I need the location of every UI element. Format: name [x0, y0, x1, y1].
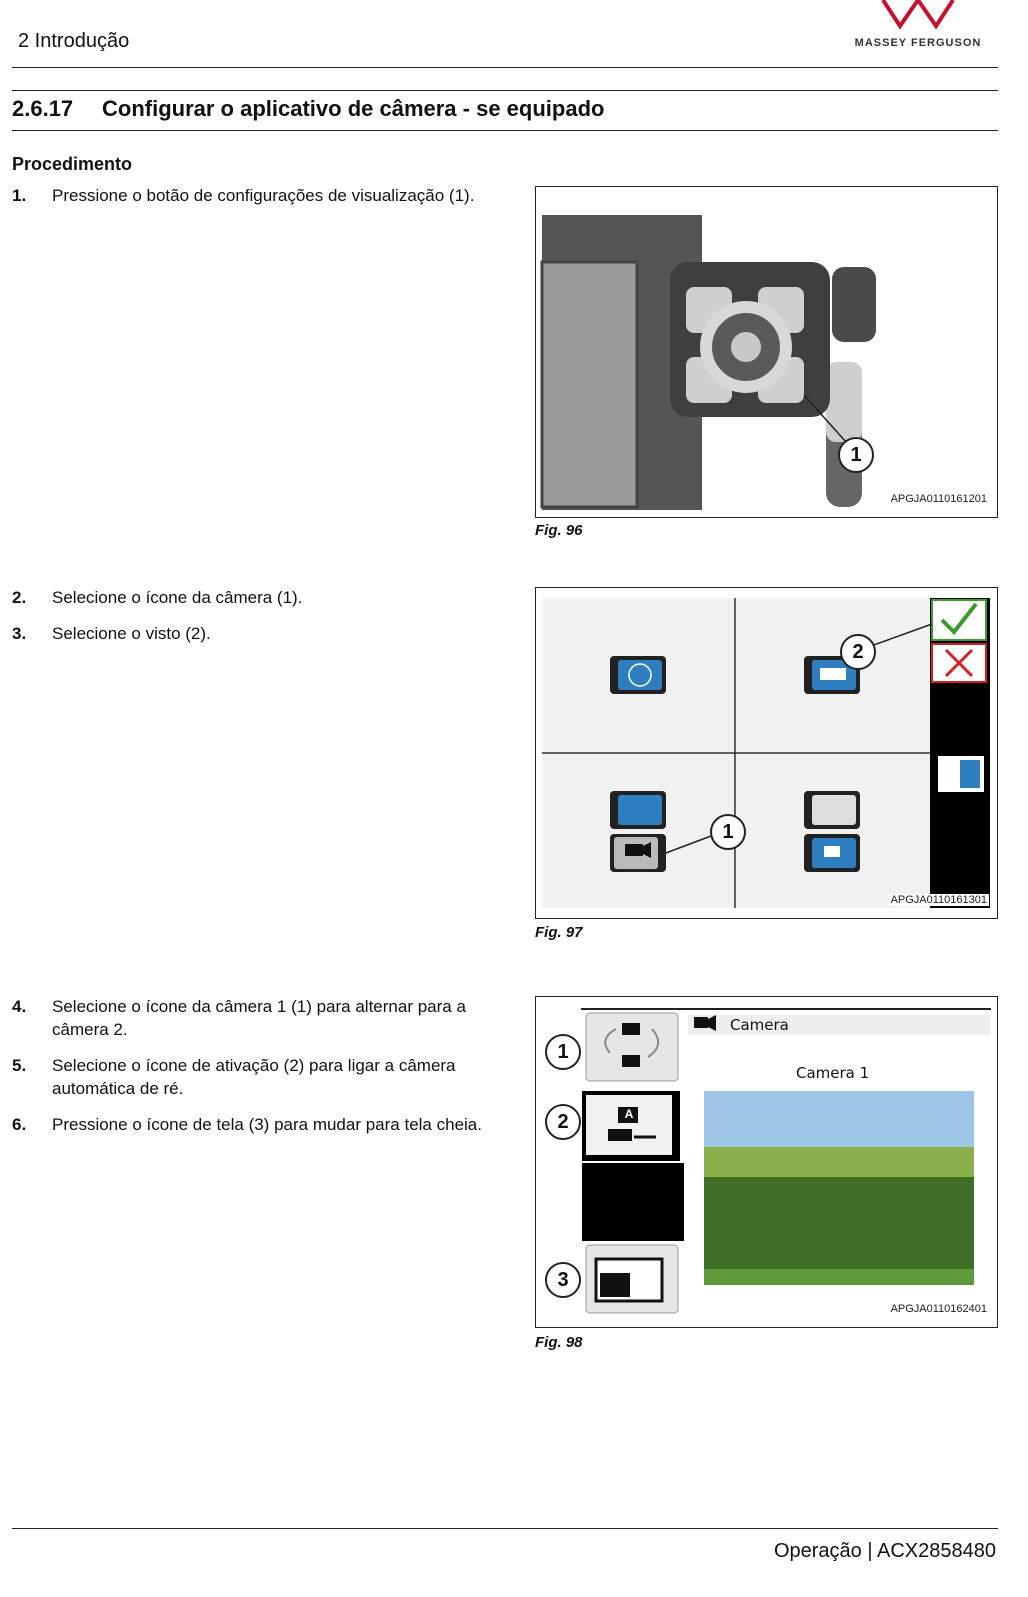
step-text: Selecione o ícone da câmera (1).: [52, 588, 303, 607]
step-text: Pressione o botão de configurações de vi…: [52, 186, 475, 205]
step-number: 5.: [12, 1056, 27, 1075]
step-6: 6. Pressione o ícone de tela (3) para mu…: [12, 1113, 502, 1136]
step-text: Selecione o ícone de ativação (2) para l…: [52, 1056, 456, 1098]
callout-1: 1: [545, 1034, 581, 1070]
callout-2: 2: [840, 634, 876, 670]
figure-96: 1 APGJA0110161201: [535, 186, 998, 518]
triple-triangle-logo-icon: [881, 0, 955, 30]
terminal-hardware-illustration: [540, 215, 876, 510]
camera-app-title: Camera: [730, 1016, 789, 1034]
step-number: 1.: [12, 186, 27, 205]
brand-logo: MASSEY FERGUSON: [848, 0, 988, 60]
step-text: Selecione o visto (2).: [52, 624, 211, 643]
step-3: 3. Selecione o visto (2).: [12, 622, 502, 645]
figure-caption: Fig. 98: [535, 1334, 583, 1351]
procedure-heading: Procedimento: [12, 154, 133, 174]
section-title: Configurar o aplicativo de câmera - se e…: [102, 96, 605, 121]
camera-name-label: Camera 1: [796, 1064, 870, 1082]
section-number: 2.6.17: [12, 96, 74, 121]
footer-doc-id: Operação | ACX2858480: [773, 1540, 996, 1562]
step-text: Selecione o ícone da câmera 1 (1) para a…: [52, 997, 466, 1039]
section-heading: 2.6.17 Configurar o aplicativo de câmera …: [12, 96, 604, 122]
header-rule: [12, 67, 998, 68]
callout-2: 2: [545, 1104, 581, 1140]
brand-name: MASSEY FERGUSON: [854, 37, 982, 49]
figure-98: Camera Camera 1 A 1 2 3 APGJA0110162401: [535, 996, 998, 1328]
figure-code: APGJA0110162401: [888, 1303, 989, 1315]
step-text: Pressione o ícone de tela (3) para mudar…: [52, 1115, 482, 1134]
figure-caption: Fig. 97: [535, 924, 583, 941]
figure-caption: Fig. 96: [535, 522, 583, 539]
section-bottom-rule: [12, 130, 998, 131]
step-2: 2. Selecione o ícone da câmera (1).: [12, 586, 502, 609]
callout-1: 1: [710, 814, 746, 850]
callout-1: 1: [838, 437, 874, 473]
chapter-title: 2 Introdução: [18, 30, 130, 52]
step-number: 3.: [12, 624, 27, 643]
step-1: 1. Pressione o botão de configurações de…: [12, 184, 502, 207]
step-number: 2.: [12, 588, 27, 607]
figure-code: APGJA0110161201: [888, 493, 989, 505]
camera-app-screen: [581, 1008, 991, 1314]
auto-label: A: [624, 1107, 634, 1121]
view-settings-screen: [542, 598, 990, 908]
callout-3: 3: [545, 1262, 581, 1298]
footer-rule: [12, 1528, 998, 1529]
section-top-rule: [12, 90, 998, 91]
figure-97: 1 2 APGJA0110161301: [535, 587, 998, 919]
figure-code: APGJA0110161301: [888, 894, 989, 906]
step-5: 5. Selecione o ícone de ativação (2) par…: [12, 1054, 502, 1100]
step-number: 6.: [12, 1115, 27, 1134]
step-4: 4. Selecione o ícone da câmera 1 (1) par…: [12, 995, 502, 1041]
step-number: 4.: [12, 997, 27, 1016]
